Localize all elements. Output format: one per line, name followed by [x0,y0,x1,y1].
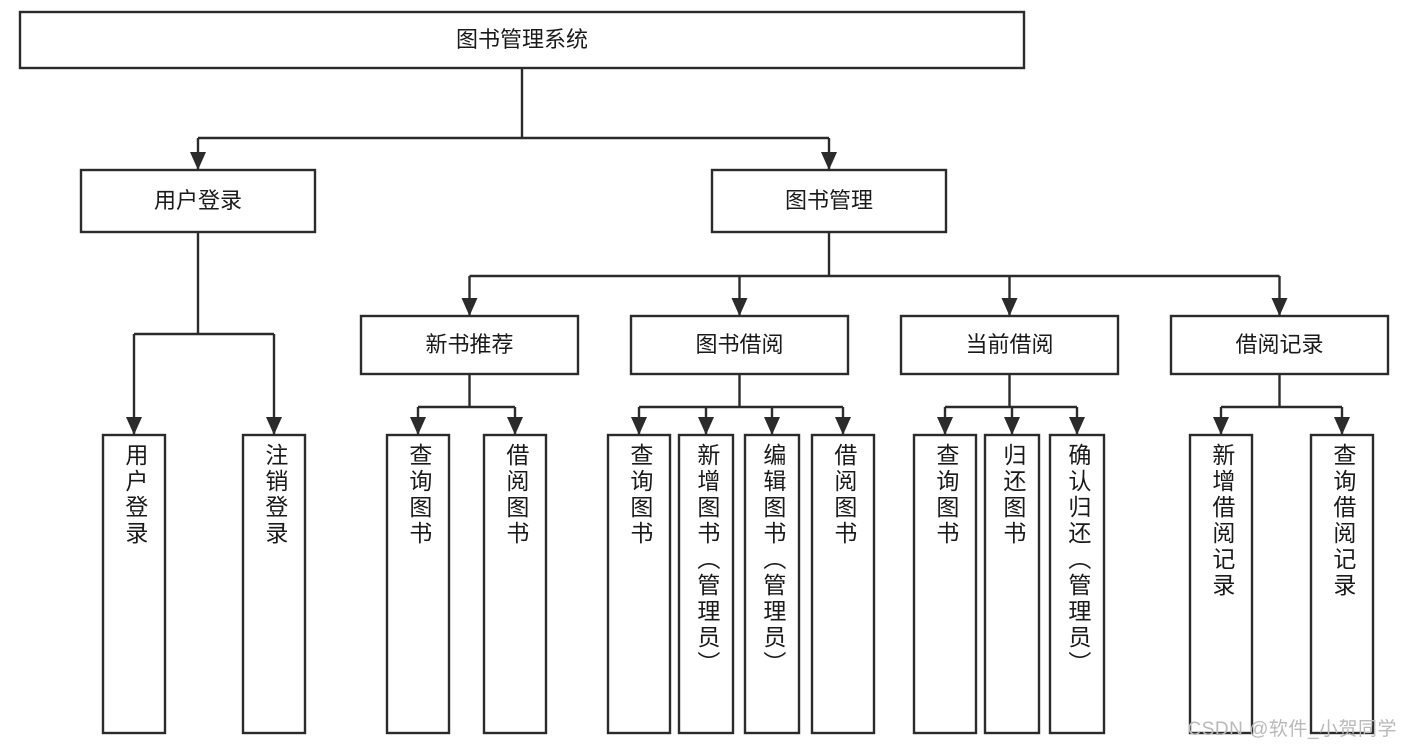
node-box-user-login[interactable] [79,168,317,234]
node-box-leaf-borrow-book-2[interactable] [810,433,876,735]
node-box-leaf-query-record[interactable] [1309,433,1375,735]
node-box-leaf-query-book-1[interactable] [385,433,451,735]
node-box-leaf-query-book-2[interactable] [606,433,672,735]
arrow-head-icon-leaf-query-book-1 [410,417,426,435]
arrow-head-icon-leaf-query-record [1334,417,1350,435]
arrow-head-icon-leaf-user-logout [266,417,282,435]
arrow-head-icon-leaf-borrow-book-2 [835,417,851,435]
node-box-current-borrow[interactable] [899,314,1120,376]
node-label-book-manage: 图书管理 [785,188,873,213]
arrow-head-icon-book-borrow [731,298,748,316]
arrow-head-icon-leaf-query-book-2 [631,417,647,435]
arrow-head-icon-current-borrow [1001,298,1018,316]
arrow-head-icon-user-login [190,152,206,170]
arrow-head-icon-leaf-add-book [698,417,714,435]
arrow-head-icon-leaf-add-record [1213,417,1229,435]
connectors-layer [126,68,1350,435]
node-label-book-borrow: 图书借阅 [695,332,783,357]
node-box-leaf-user-logout[interactable] [241,433,307,735]
node-box-leaf-borrow-book-1[interactable] [482,433,548,735]
node-box-book-manage[interactable] [710,168,948,234]
node-label-new-book-recommend: 新书推荐 [425,332,513,357]
node-box-leaf-add-book[interactable] [677,433,735,735]
arrow-head-icon-leaf-user-login [126,417,142,435]
arrow-head-icon-borrow-record [1271,298,1288,316]
arrow-head-icon-leaf-edit-book [764,417,780,435]
arrow-head-icon-leaf-borrow-book-1 [507,417,523,435]
node-label-current-borrow: 当前借阅 [965,332,1053,357]
boxes-layer [18,10,1390,735]
node-box-leaf-edit-book[interactable] [743,433,801,735]
node-label-borrow-record: 借阅记录 [1235,332,1323,357]
arrow-head-icon-new-book-recommend [461,298,478,316]
node-box-leaf-query-book-3[interactable] [912,433,978,735]
arrow-head-icon-leaf-return-book [1004,417,1020,435]
node-label-root: 图书管理系统 [456,27,588,52]
arrow-head-icon-leaf-query-book-3 [937,417,953,435]
node-box-leaf-user-login[interactable] [101,433,167,735]
arrow-head-icon-leaf-confirm-return [1069,417,1085,435]
node-box-leaf-add-record[interactable] [1188,433,1254,735]
node-box-borrow-record[interactable] [1169,314,1390,376]
arrow-head-icon-book-manage [821,152,837,170]
node-box-root[interactable] [18,10,1026,70]
node-box-new-book-recommend[interactable] [359,314,580,376]
node-box-book-borrow[interactable] [629,314,850,376]
node-box-leaf-confirm-return[interactable] [1048,433,1106,735]
node-box-leaf-return-book[interactable] [983,433,1041,735]
csdn-watermark: CSDN @软件_小贺同学 [1187,719,1397,740]
node-label-user-login: 用户登录 [154,188,242,213]
